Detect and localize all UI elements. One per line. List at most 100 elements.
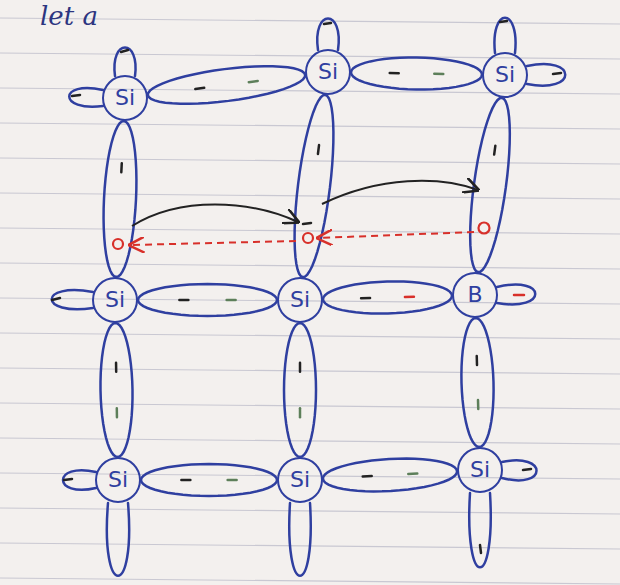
electron-mark — [523, 469, 531, 470]
electron-mark — [115, 363, 118, 372]
covalent-bond-group — [148, 66, 305, 104]
covalent-bond — [323, 459, 457, 492]
dangling-bond — [469, 493, 491, 567]
covalent-bond-group — [141, 464, 277, 496]
covalent-bond — [138, 284, 277, 316]
atom-symbol: Si — [105, 288, 125, 312]
electron-mark — [181, 479, 190, 482]
electron-jump-arrow — [322, 181, 478, 204]
covalent-bond-group — [284, 323, 316, 457]
electron-mark — [121, 50, 128, 52]
atom-symbol: Si — [470, 458, 490, 482]
dangling-bonds — [52, 18, 566, 576]
electron-mark — [324, 23, 331, 24]
covalent-bond — [351, 57, 482, 89]
dangling-bond — [114, 48, 135, 77]
covalent-bond — [100, 323, 132, 457]
electron-mark — [477, 400, 480, 409]
electron-mark — [363, 475, 372, 478]
dangling-bond — [107, 503, 129, 576]
covalent-bond — [148, 66, 305, 104]
electron-mark — [228, 479, 237, 482]
electron-jump-arrow — [132, 205, 298, 227]
covalent-bond-group — [138, 284, 277, 316]
electron-mark — [361, 297, 370, 300]
covalent-bond-group — [100, 323, 132, 457]
dangling-bond — [494, 18, 515, 53]
electron-mark — [494, 146, 495, 155]
electron-mark — [408, 472, 417, 475]
electron-mark — [553, 73, 561, 74]
hole-mark — [479, 223, 490, 234]
dangling-bond — [497, 285, 535, 305]
covalent-bond-group — [470, 98, 510, 272]
covalent-bond — [141, 464, 277, 496]
electron-mark — [480, 545, 481, 553]
electron-jump-arrows — [132, 181, 478, 226]
covalent-bond — [461, 318, 493, 447]
ruled-line — [0, 368, 620, 374]
ruled-lines — [0, 18, 620, 584]
dangling-bond — [527, 64, 565, 86]
covalent-bond-group — [461, 318, 493, 447]
covalent-bond-group — [104, 121, 137, 277]
electron-mark — [72, 95, 80, 96]
dangling-electrons — [52, 21, 561, 553]
electron-mark — [52, 298, 60, 300]
atom-circle: Si — [92, 277, 138, 323]
covalent-bond — [295, 95, 334, 277]
atom-symbol: B — [467, 283, 482, 307]
atom-circle: Si — [95, 457, 141, 503]
dangling-bond — [52, 290, 93, 309]
electron-mark — [195, 88, 204, 89]
atom-circle: Si — [305, 49, 351, 95]
note-text: let a — [40, 2, 98, 31]
electron-mark — [475, 356, 478, 365]
electron-mark — [299, 363, 302, 372]
electron-mark — [303, 223, 311, 224]
dangling-bond — [63, 470, 96, 490]
ruled-line — [0, 53, 620, 59]
ruled-line — [0, 578, 620, 584]
electron-mark — [500, 21, 507, 22]
atom-symbol: Si — [115, 86, 135, 110]
hole-motion-arrow — [130, 241, 296, 245]
hole-motion-arrow — [318, 232, 474, 238]
atom-symbol: Si — [495, 63, 515, 87]
electron-mark — [116, 408, 119, 417]
electron-mark — [434, 73, 443, 76]
ruled-line — [0, 158, 620, 164]
atom-symbol: Si — [108, 468, 128, 492]
atom-symbol: Si — [318, 60, 338, 84]
atom-circle: Si — [277, 457, 323, 503]
dangling-bond — [69, 88, 103, 107]
covalent-bond-group — [323, 459, 457, 492]
electron-mark — [405, 295, 414, 298]
electron-mark — [514, 294, 524, 297]
dangling-bond — [502, 460, 537, 480]
atom-circle: Si — [277, 277, 323, 323]
holes — [113, 223, 490, 250]
atom-symbol: Si — [290, 468, 310, 492]
dangling-bond — [289, 503, 311, 576]
electron-mark — [318, 145, 319, 154]
covalent-bond-group — [295, 95, 334, 277]
covalent-bond-group — [323, 281, 452, 313]
ruled-line — [0, 403, 620, 409]
covalent-bond — [470, 98, 510, 272]
atom-circle: B — [452, 272, 498, 318]
electron-mark — [249, 81, 258, 82]
atom-circle: Si — [457, 447, 503, 493]
electron-mark — [179, 299, 188, 302]
atom-circle: Si — [482, 52, 528, 98]
electron-mark — [64, 479, 72, 480]
hole-motion-arrows — [130, 232, 474, 245]
hole-mark — [303, 233, 313, 243]
electron-mark — [227, 299, 236, 302]
electron-mark — [390, 72, 399, 75]
covalent-bond-group — [351, 57, 482, 89]
electron-mark — [120, 163, 123, 172]
electron-mark — [299, 408, 302, 417]
ruled-line — [0, 193, 620, 199]
hole-mark — [113, 239, 123, 249]
